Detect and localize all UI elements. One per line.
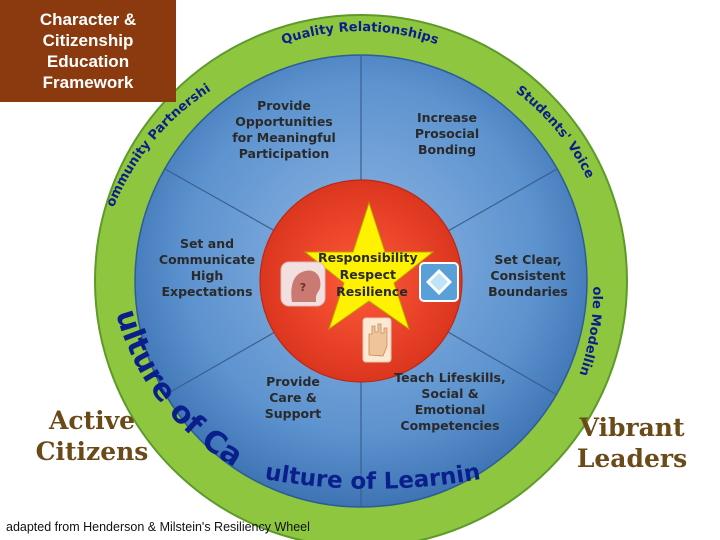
- vibrant-leaders-label: Vibrant Leaders: [568, 412, 696, 474]
- center-star: [303, 201, 435, 331]
- active-citizens-line-1: Active: [48, 406, 136, 435]
- segment-care-support: Provide Care & Support: [264, 374, 322, 421]
- segment-teach-lifeskills: Teach Lifeskills, Social & Emotional Com…: [394, 370, 506, 433]
- title-line-4: Framework: [42, 73, 134, 92]
- title-line-2: Citizenship: [42, 31, 134, 50]
- title-line-1: Character &: [39, 10, 137, 29]
- active-citizens-line-2: Citizens: [35, 437, 149, 466]
- source-credit: adapted from Henderson & Milstein's Resi…: [6, 520, 310, 534]
- segment-meaningful-participation: Provide Opportunities for Meaningful Par…: [232, 98, 336, 161]
- raised-hand-icon: [362, 317, 392, 363]
- active-citizens-label: Active Citizens: [22, 405, 162, 467]
- svg-text:?: ?: [300, 281, 306, 294]
- center-value-2: Respect: [340, 267, 396, 282]
- center-value-1: Responsibility: [318, 250, 418, 265]
- framework-title: Character & Citizenship Education Framew…: [0, 0, 176, 102]
- segment-dividers: [164, 55, 558, 507]
- diamond-badge-icon: [419, 262, 459, 302]
- question-head-icon: ?: [280, 261, 326, 307]
- vibrant-leaders-line-1: Vibrant: [579, 413, 685, 442]
- segment-high-expectations: Set and Communicate High Expectations: [158, 236, 256, 299]
- title-line-3: Education: [46, 52, 130, 71]
- segment-prosocial-bonding: Increase Prosocial Bonding: [414, 110, 480, 157]
- center-values: Responsibility Respect Resilience: [318, 250, 422, 299]
- segment-clear-boundaries: Set Clear, Consistent Boundaries: [488, 252, 568, 299]
- center-value-3: Resilience: [336, 284, 408, 299]
- vibrant-leaders-line-2: Leaders: [576, 444, 688, 473]
